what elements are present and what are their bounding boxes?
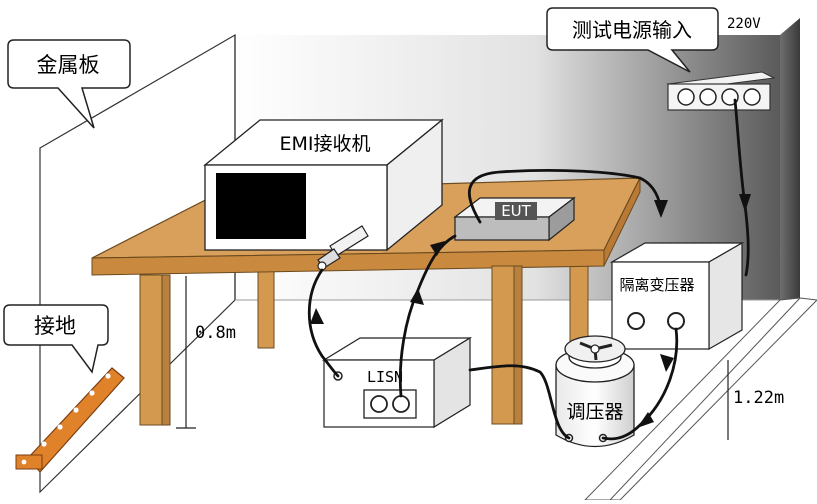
isolation-transformer-label: 隔离变压器 [619,276,694,294]
signal-arrows [310,194,751,428]
callout-power-input: 测试电源输入 220V [546,7,761,73]
wall-distance-dimension: 1.22m [727,360,784,440]
voltage-label: 220V [727,16,761,32]
emi-receiver: EMI接收机 [203,118,444,271]
arrow [654,200,668,218]
arrow [637,412,654,428]
ground-strap [15,367,125,473]
callout-metal-plate: 金属板 [7,39,131,129]
ground-label: 接地 [34,314,76,338]
wall-distance-label: 1.22m [733,388,784,408]
arrow [660,354,674,372]
outlet-socket [699,88,717,106]
table-height-dimension: 0.8m [176,276,236,429]
eut-label: EUT [501,202,531,220]
lisn-label: LISN [367,368,403,386]
arrow [310,308,324,324]
outlet-socket [743,88,761,106]
metal-plate-label: 金属板 [37,53,100,77]
arrow [739,194,751,212]
isolation-transformer: 隔离变压器 [609,241,745,351]
receiver-screen [216,173,306,239]
voltage-regulator: 调压器 [555,335,635,448]
lisn: LISN [321,336,473,429]
transformer-port [667,312,685,330]
outlet-socket [677,88,695,106]
arrow [430,241,445,256]
voltage-regulator-label: 调压器 [566,401,623,423]
floor-edge-strip [583,297,817,501]
eut: EUT [453,196,576,242]
callout-ground: 接地 [3,304,109,374]
power-outlet-strip [666,71,776,111]
lisn-socket [392,395,410,413]
power-input-label: 测试电源输入 [572,18,692,42]
right-wall [780,18,800,300]
emi-receiver-label: EMI接收机 [279,133,370,155]
lisn-socket [370,395,388,413]
cable-receiver-to-lisn [307,268,340,378]
cable-lisn-to-regulator [468,364,571,440]
table-height-label: 0.8m [195,323,236,343]
cable-eut-to-transformer [467,169,663,224]
transformer-port [627,312,645,330]
arrow [410,288,424,305]
